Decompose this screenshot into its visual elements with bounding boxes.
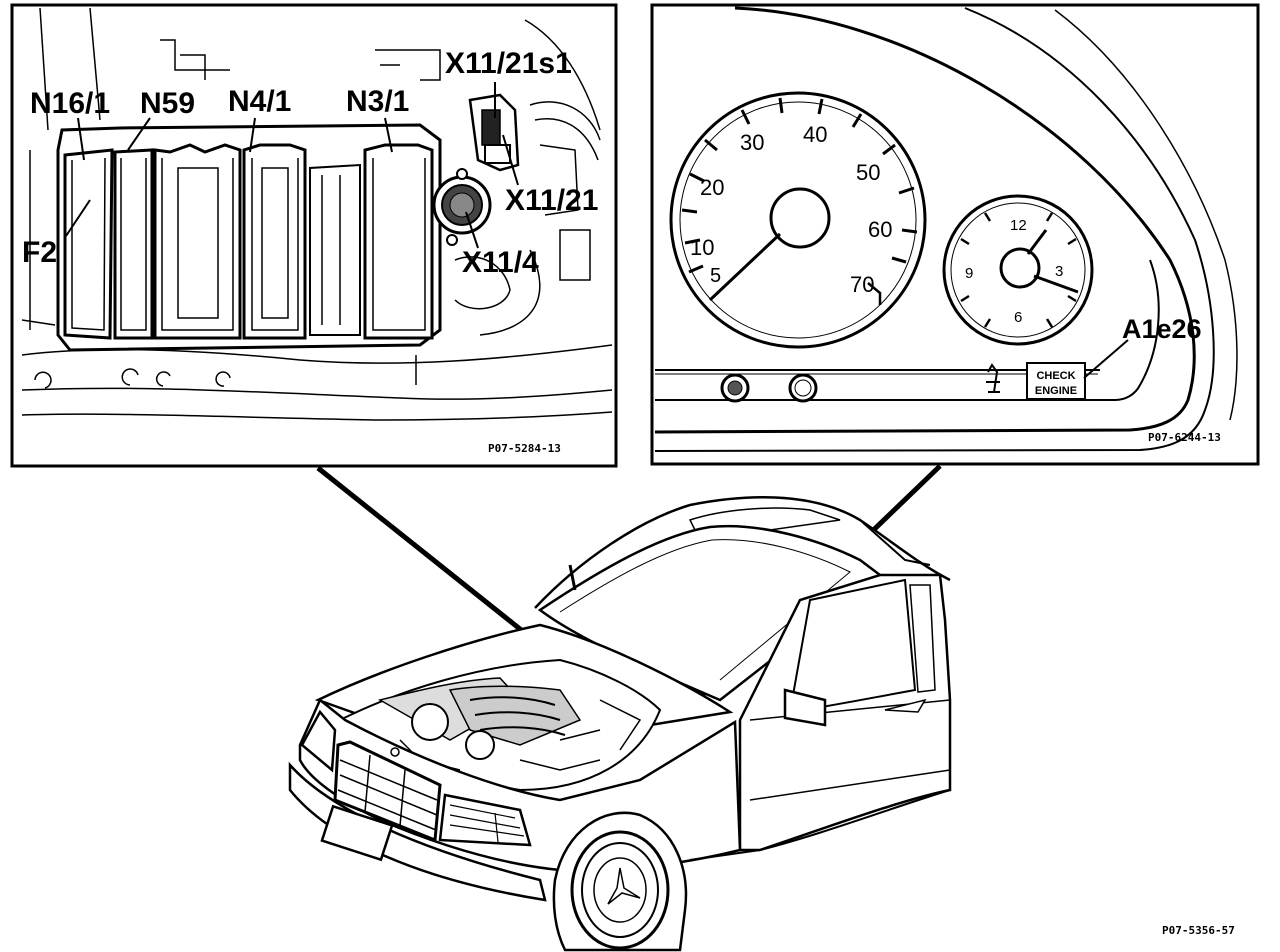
module-n59 (113, 148, 154, 340)
speedometer-ticks (681, 97, 918, 274)
clock-number-6: 6 (1014, 309, 1022, 326)
wheel-star-icon (607, 867, 641, 905)
clock: 12 3 6 9 (942, 194, 1094, 346)
a1e26-leader-line (1083, 339, 1129, 379)
speed-number-50: 50 (856, 160, 880, 185)
clock-number-3: 3 (1055, 263, 1063, 280)
speedometer-end-marker (867, 282, 882, 305)
front-wheel (552, 811, 688, 952)
speedometer: 5 10 20 30 40 50 60 70 (669, 91, 927, 349)
clock-hour-hand (1026, 229, 1048, 255)
label-x11-4: X11/4 (462, 246, 539, 279)
license-plate (320, 804, 394, 862)
left-headlight (300, 709, 337, 773)
module-slot (309, 163, 361, 336)
check-engine-line2: ENGINE (1035, 385, 1077, 397)
control-unit-tray (56, 123, 442, 352)
clock-number-12: 12 (1010, 217, 1027, 234)
label-n16-1: N16/1 (30, 87, 110, 120)
check-engine-lamp: CHECK ENGINE (1026, 362, 1086, 400)
right-panel-ref-code: P07-6244-13 (1148, 431, 1221, 444)
cluster-bezel (654, 6, 1238, 452)
clock-ticks (960, 212, 1077, 328)
left-panel-ref-code: P07-5284-13 (488, 442, 561, 455)
clock-number-9: 9 (965, 265, 973, 282)
label-a1e26: A1e26 (1122, 314, 1202, 344)
grille (333, 740, 442, 843)
speed-number-10: 10 (690, 235, 714, 260)
brake-warning-lamp (720, 373, 750, 403)
instrument-cluster-panel: 5 10 20 30 40 50 60 70 (650, 3, 1260, 466)
check-engine-line1: CHECK (1036, 370, 1075, 382)
side-mirror (783, 688, 827, 727)
hood-star-icon (390, 747, 400, 757)
speed-number-30: 30 (740, 130, 764, 155)
main-ref-code: P07-5356-57 (1162, 924, 1235, 937)
label-x11-21: X11/21 (505, 184, 598, 217)
module-wide (153, 143, 242, 340)
speedometer-needle (708, 232, 782, 302)
label-n4-1: N4/1 (228, 85, 291, 118)
label-x11-21s1: X11/21s1 (445, 47, 572, 80)
seatbelt-icon (986, 363, 1000, 393)
control-modules (63, 143, 434, 340)
control-unit-panel: N16/1 N59 N4/1 N3/1 X11/21s1 X11/21 X11/… (10, 3, 618, 468)
car-illustration (288, 496, 952, 952)
speed-number-40: 40 (803, 122, 827, 147)
connector-x11-4 (432, 168, 492, 246)
left-leader-lines (65, 82, 519, 249)
speed-number-20: 20 (700, 175, 724, 200)
label-n3-1: N3/1 (346, 85, 409, 118)
speed-number-5: 5 (710, 265, 721, 287)
speed-number-70: 70 (850, 272, 874, 297)
module-n16-1 (63, 148, 114, 340)
speed-number-60: 60 (868, 217, 892, 242)
clock-minute-hand (1033, 274, 1079, 294)
label-f2: F2 (22, 236, 57, 269)
connector-x11-21 (468, 93, 520, 172)
label-n59: N59 (140, 87, 195, 120)
module-n4-1 (242, 143, 307, 340)
module-n3-1 (363, 143, 434, 340)
indicator-lamp (788, 373, 818, 403)
